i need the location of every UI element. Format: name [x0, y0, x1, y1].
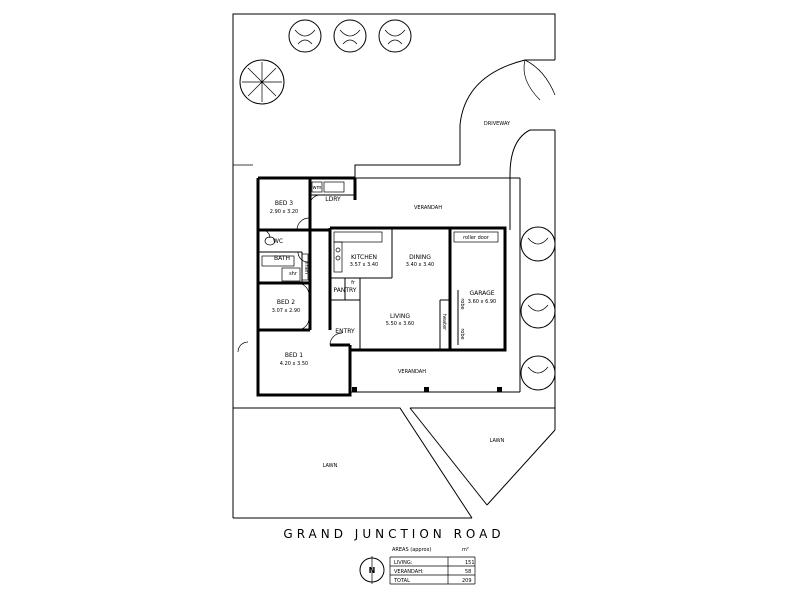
room-size-dining: 3.40 x 3.40 [406, 262, 434, 268]
room-name-roller-door: roller door [463, 235, 490, 241]
room-size-bed3: 2.90 x 3.20 [270, 209, 298, 215]
room-name-heater: heater [441, 314, 447, 331]
room-size-living: 5.50 x 3.60 [386, 321, 414, 327]
room-name-wm: wm [313, 185, 322, 191]
fixtures [261, 181, 499, 282]
north-label: N [369, 566, 376, 575]
tree-icon [520, 355, 556, 391]
road-name: GRAND JUNCTION ROAD [283, 527, 504, 541]
room-name-entry: ENTRY [335, 328, 355, 335]
site-boundary [232, 13, 556, 519]
north-arrow-icon: N [359, 556, 385, 584]
room-name-pantry: PANTRY [334, 287, 357, 294]
areas-row-value: 58 [465, 569, 471, 575]
room-name-garage: GARAGE [469, 290, 494, 297]
room-name-ldry: LDRY [325, 196, 341, 203]
room-name-bed1: BED 1 [285, 352, 303, 359]
tree-icon [288, 19, 322, 53]
verandah-front-label: VERANDAH [398, 369, 426, 375]
palm-tree-icon [239, 59, 285, 105]
room-name-robe-1: robe [459, 298, 465, 309]
kitchen-bench [333, 231, 383, 273]
tree-icon [378, 19, 412, 53]
room-name-bed2: BED 2 [277, 299, 295, 306]
exterior-walls [256, 176, 507, 397]
areas-row-label: VERANDAH: [394, 569, 424, 575]
room-name-shr: shr [289, 271, 298, 277]
room-size-bed1: 4.20 x 3.50 [280, 361, 308, 367]
driveway-label: DRIVEWAY [484, 121, 511, 127]
areas-unit: m² [462, 547, 469, 553]
room-name-bed3: BED 3 [275, 200, 293, 207]
areas-title: AREAS (approx) [392, 547, 431, 553]
room-name-dining: DINING [409, 254, 431, 261]
lawn-right-label: LAWN [490, 438, 505, 444]
driveway-curves [459, 59, 556, 230]
interior-walls [256, 194, 459, 395]
areas-table: AREAS (approx) m² LIVING: 151 VERANDAH: … [389, 547, 476, 585]
room-size-bed2: 3.07 x 2.90 [272, 308, 300, 314]
room-name-bath: BATH [274, 255, 290, 262]
tree-icon [520, 293, 556, 329]
room-name-linen: linen [303, 262, 309, 274]
room-name-wc: WC [273, 238, 283, 245]
room-name-living: LIVING [390, 313, 410, 320]
tree-icon [333, 19, 367, 53]
room-name-fr: fr [351, 280, 356, 286]
verandah-rear-label: VERANDAH [414, 205, 442, 211]
verandah-outlines [350, 164, 521, 393]
tree-icon [520, 226, 556, 262]
room-size-kitchen: 3.57 x 3.40 [350, 262, 378, 268]
room-size-garage: 3.60 x 6.90 [468, 299, 496, 305]
areas-row-value: 209 [462, 578, 472, 584]
areas-row-label: LIVING: [394, 560, 413, 566]
areas-row-label: TOTAL [393, 578, 410, 584]
room-name-kitchen: KITCHEN [351, 254, 377, 261]
door-swings [237, 194, 343, 353]
lawn-left-label: LAWN [323, 463, 338, 469]
room-name-robe-2: robe [459, 328, 465, 339]
areas-row-value: 151 [465, 560, 475, 566]
